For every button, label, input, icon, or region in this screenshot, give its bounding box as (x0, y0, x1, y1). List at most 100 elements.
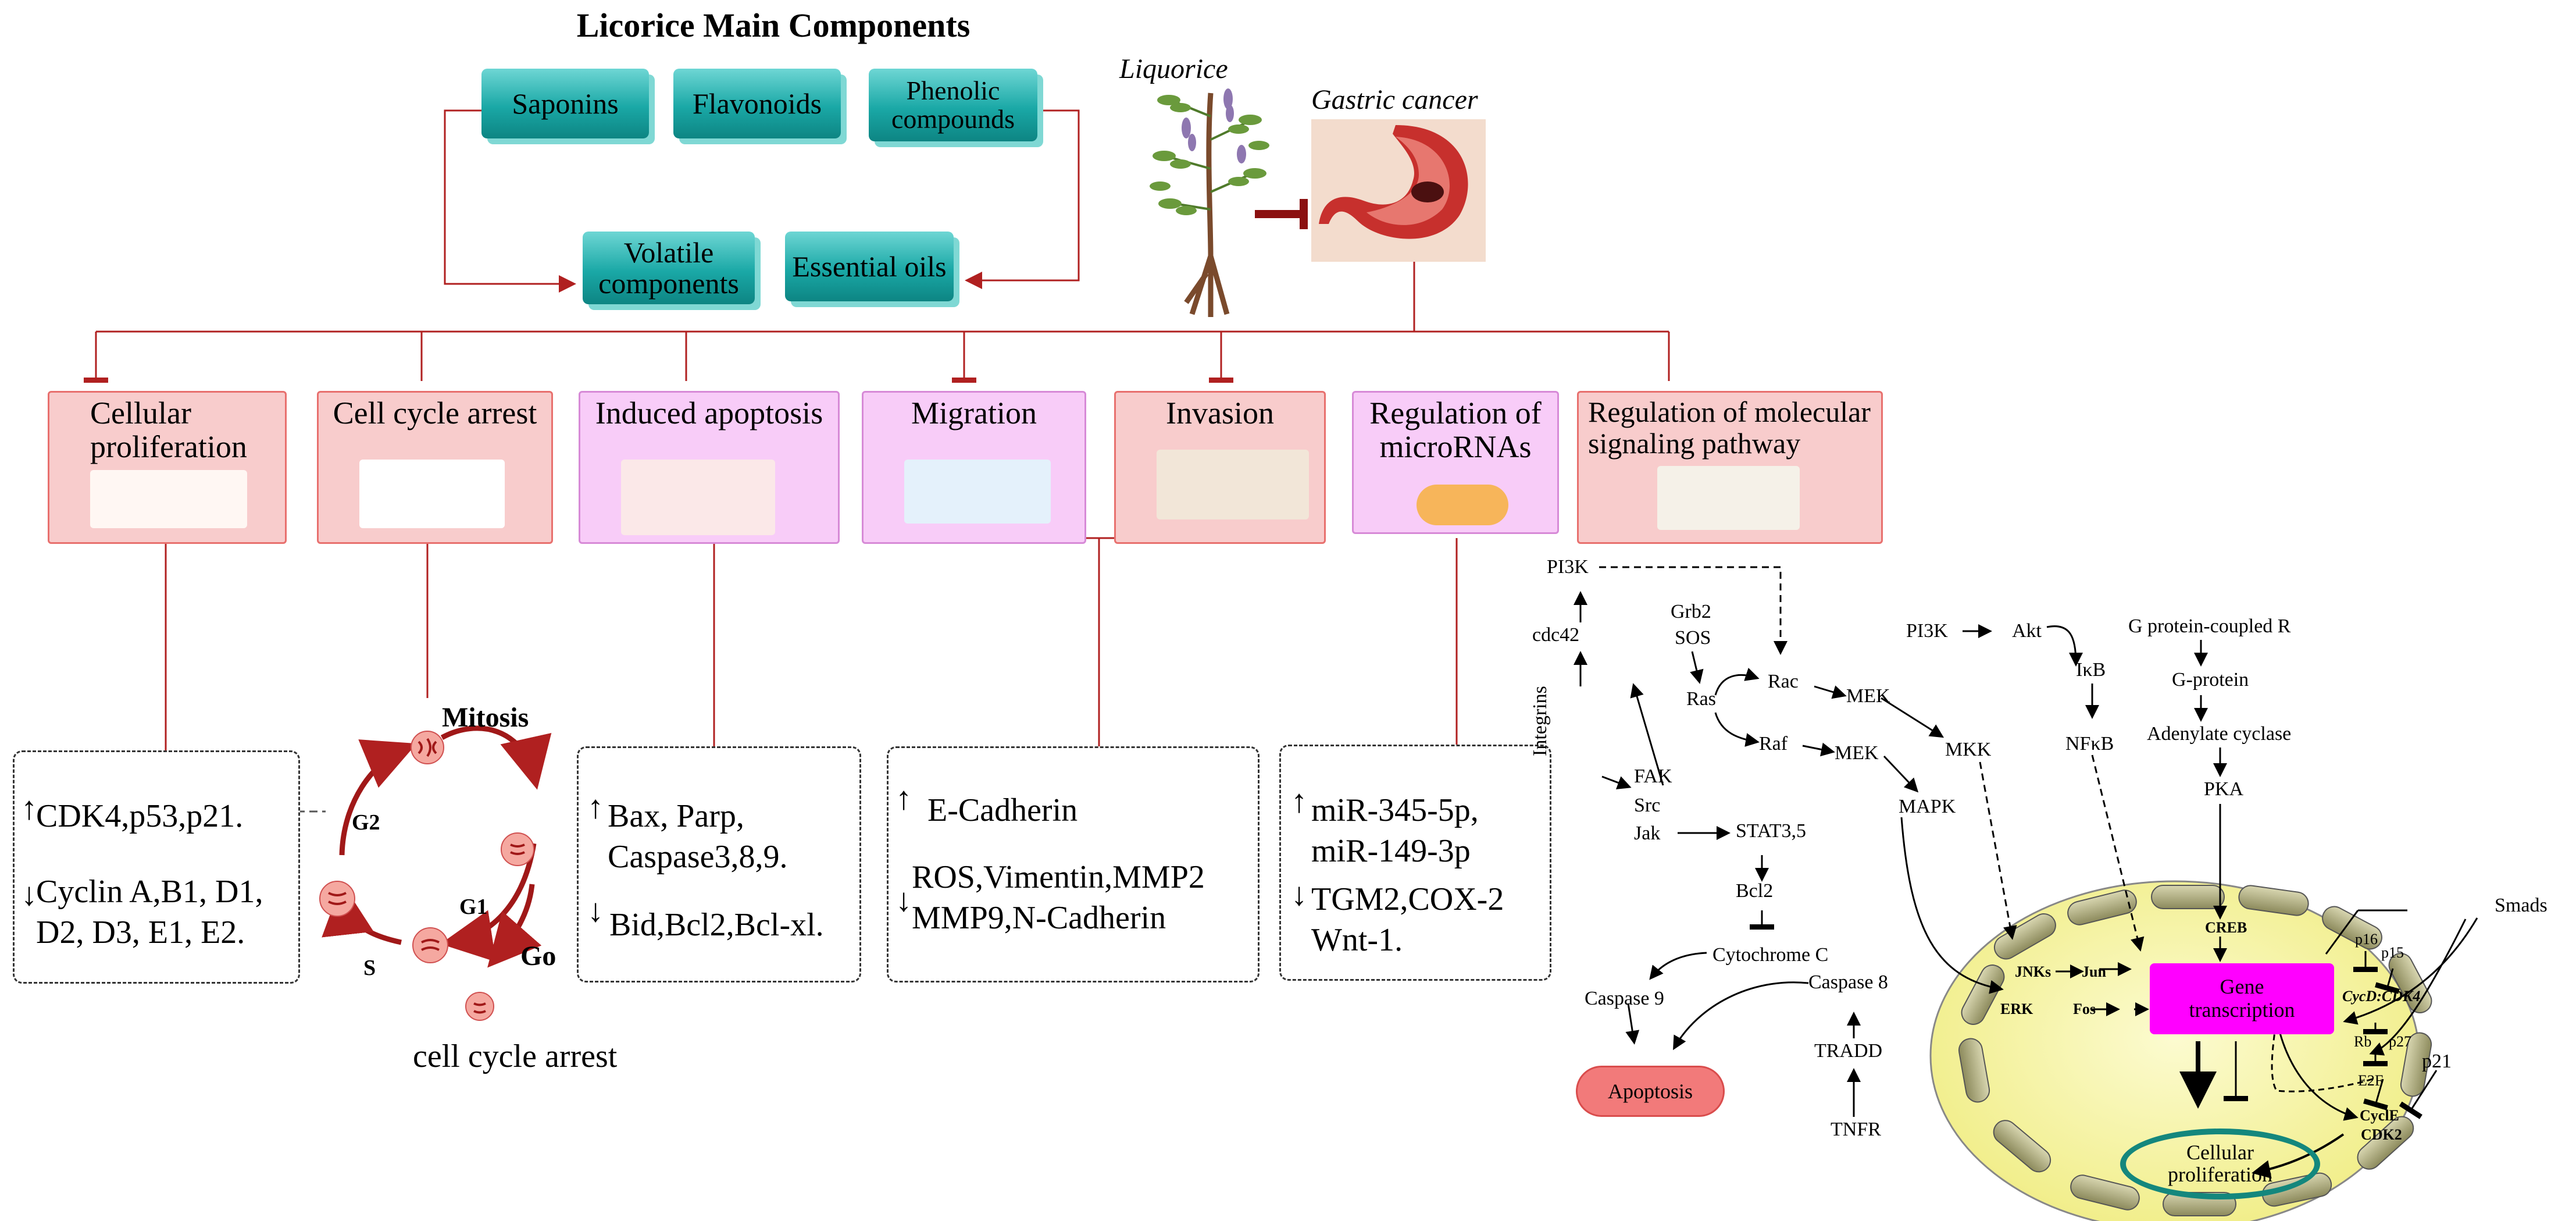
component-phenolic: Phenolic compounds (869, 69, 1037, 141)
node-pi3k-2: PI3K (1906, 620, 1948, 642)
apop-up-text-2: Caspase3,8,9. (608, 839, 788, 875)
card-induced-apoptosis: Induced apoptosis (579, 391, 840, 544)
node-p27: p27 (2389, 1033, 2411, 1050)
node-adenylate-cyclase: Adenylate cyclase (2147, 723, 2292, 745)
node-p21: p21 (2422, 1051, 2452, 1072)
card-cell-cycle-arrest: Cell cycle arrest (317, 391, 553, 544)
node-creb: CREB (2205, 919, 2247, 936)
node-src: Src (1634, 795, 1661, 816)
node-grb2: Grb2 (1671, 601, 1711, 622)
node-rb: Rb (2354, 1033, 2372, 1050)
node-mkk: MKK (1945, 739, 1992, 760)
microrna-thumbnail (1417, 485, 1508, 525)
card-regulation-signaling: Regulation of molecular signaling pathwa… (1577, 391, 1883, 544)
node-cycd-cdk4: CycD:CDK4 (2342, 988, 2421, 1005)
node-pka: PKA (2204, 778, 2244, 800)
apop-up-arrow: ↑ (587, 789, 604, 825)
node-sos: SOS (1675, 627, 1711, 649)
node-integrins: Integrins (1529, 686, 1551, 756)
component-label: Flavonoids (692, 87, 822, 120)
signaling-arrows (1574, 566, 2478, 1179)
node-ras: Ras (1686, 688, 1716, 710)
gene-label-1: Gene (2220, 975, 2264, 999)
node-gpcr: G protein-coupled R (2128, 615, 2291, 637)
node-caspase-8: Caspase 8 (1808, 971, 1888, 993)
node-p15: p15 (2381, 944, 2404, 961)
mig-down-text-2: MMP9,N-Cadherin (912, 900, 1166, 936)
node-mek-1: MEK (1846, 685, 1890, 707)
node-akt: Akt (2012, 620, 2042, 642)
component-label: Essential oils (792, 250, 947, 283)
card-label: Cell cycle arrest (333, 396, 537, 430)
mir-up-text-2: miR-149-3p (1311, 833, 1471, 869)
card-label: Invasion (1166, 396, 1274, 430)
card-label: Induced apoptosis (595, 396, 823, 430)
node-mapk: MAPK (1899, 796, 1956, 817)
mir-up-arrow: ↑ (1291, 784, 1307, 820)
card-migration: Migration (862, 391, 1086, 544)
box-migration-markers (887, 746, 1260, 983)
node-tnfr: TNFR (1831, 1119, 1881, 1140)
mitosis-label: Mitosis (442, 702, 529, 733)
node-cdk2: CDK2 (2361, 1126, 2402, 1143)
gene-label-2: transcription (2189, 998, 2295, 1021)
mir-down-text-1: TGM2,COX-2 (1311, 881, 1504, 917)
gastric-cancer-label: Gastric cancer (1311, 84, 1478, 115)
node-p16: p16 (2355, 931, 2378, 948)
box-apoptosis-markers (577, 746, 861, 983)
node-ikb: IκB (2076, 659, 2106, 681)
proliferation-thumbnail (90, 470, 247, 528)
prolif-up-arrow: ↑ (21, 791, 37, 827)
box-microrna-markers (1279, 745, 1551, 981)
node-pi3k: PI3K (1547, 556, 1589, 578)
stomach-image (1311, 119, 1486, 262)
node-bcl2: Bcl2 (1736, 880, 1774, 902)
component-flavonoids: Flavonoids (673, 69, 841, 138)
s-label: S (363, 956, 376, 980)
node-smads: Smads (2495, 895, 2548, 916)
migration-thumbnail (904, 460, 1051, 524)
liquorice-label: Liquorice (1119, 54, 1228, 84)
node-fak: FAK (1634, 766, 1672, 787)
mig-up-text: E-Cadherin (927, 792, 1078, 828)
prolif-down-text-1: Cyclin A,B1, D1, (36, 874, 263, 910)
cell-prolif-label-2: proliferation (2168, 1163, 2272, 1186)
node-mek-2: MEK (1835, 742, 1879, 764)
node-gene-transcription: Gene transcription (2150, 963, 2334, 1034)
card-invasion: Invasion (1114, 391, 1326, 544)
mig-down-arrow: ↓ (895, 882, 912, 919)
card-label: Regulation of molecular signaling pathwa… (1588, 396, 1871, 460)
node-jnks: JNKs (2015, 963, 2051, 980)
apop-down-arrow: ↓ (587, 893, 604, 929)
mir-down-text-2: Wnt-1. (1311, 922, 1403, 958)
mir-down-arrow: ↓ (1291, 877, 1307, 913)
apoptosis-label: Apoptosis (1607, 1080, 1693, 1103)
node-fos: Fos (2073, 1001, 2096, 1017)
apoptosis-thumbnail (621, 460, 775, 535)
card-label: Cellular proliferation (90, 396, 247, 465)
card-cellular-proliferation: Cellular proliferation (48, 391, 287, 544)
node-erk: ERK (2000, 1001, 2033, 1017)
node-nfkb: NFκB (2065, 733, 2114, 754)
prolif-down-arrow: ↓ (21, 877, 37, 913)
mir-up-text-1: miR-345-5p, (1311, 792, 1479, 828)
card-label: Regulation of microRNAs (1369, 396, 1542, 465)
cell-cycle-arrest-caption: cell cycle arrest (413, 1038, 618, 1074)
g2-label: G2 (352, 810, 380, 835)
node-cycle-e: CyclE (2360, 1107, 2399, 1124)
go-label: Go (520, 941, 556, 971)
node-tradd: TRADD (1814, 1040, 1883, 1062)
node-cytochrome-c: Cytochrome C (1712, 944, 1829, 966)
card-label: Migration (911, 396, 1037, 430)
node-e2f: E2F (2358, 1072, 2384, 1089)
cell-cycle-diagram (297, 725, 552, 1021)
component-saponins: Saponins (481, 69, 649, 138)
liquorice-plant-image (1150, 88, 1269, 317)
card-regulation-micrornas: Regulation of microRNAs (1352, 391, 1559, 534)
component-essential-oils: Essential oils (785, 232, 954, 301)
prolif-down-text-2: D2, D3, E1, E2. (36, 914, 245, 951)
node-rac: Rac (1768, 671, 1799, 692)
node-cellular-proliferation: Cellular proliferation (2120, 1129, 2320, 1199)
diagram-title: Licorice Main Components (576, 6, 971, 44)
